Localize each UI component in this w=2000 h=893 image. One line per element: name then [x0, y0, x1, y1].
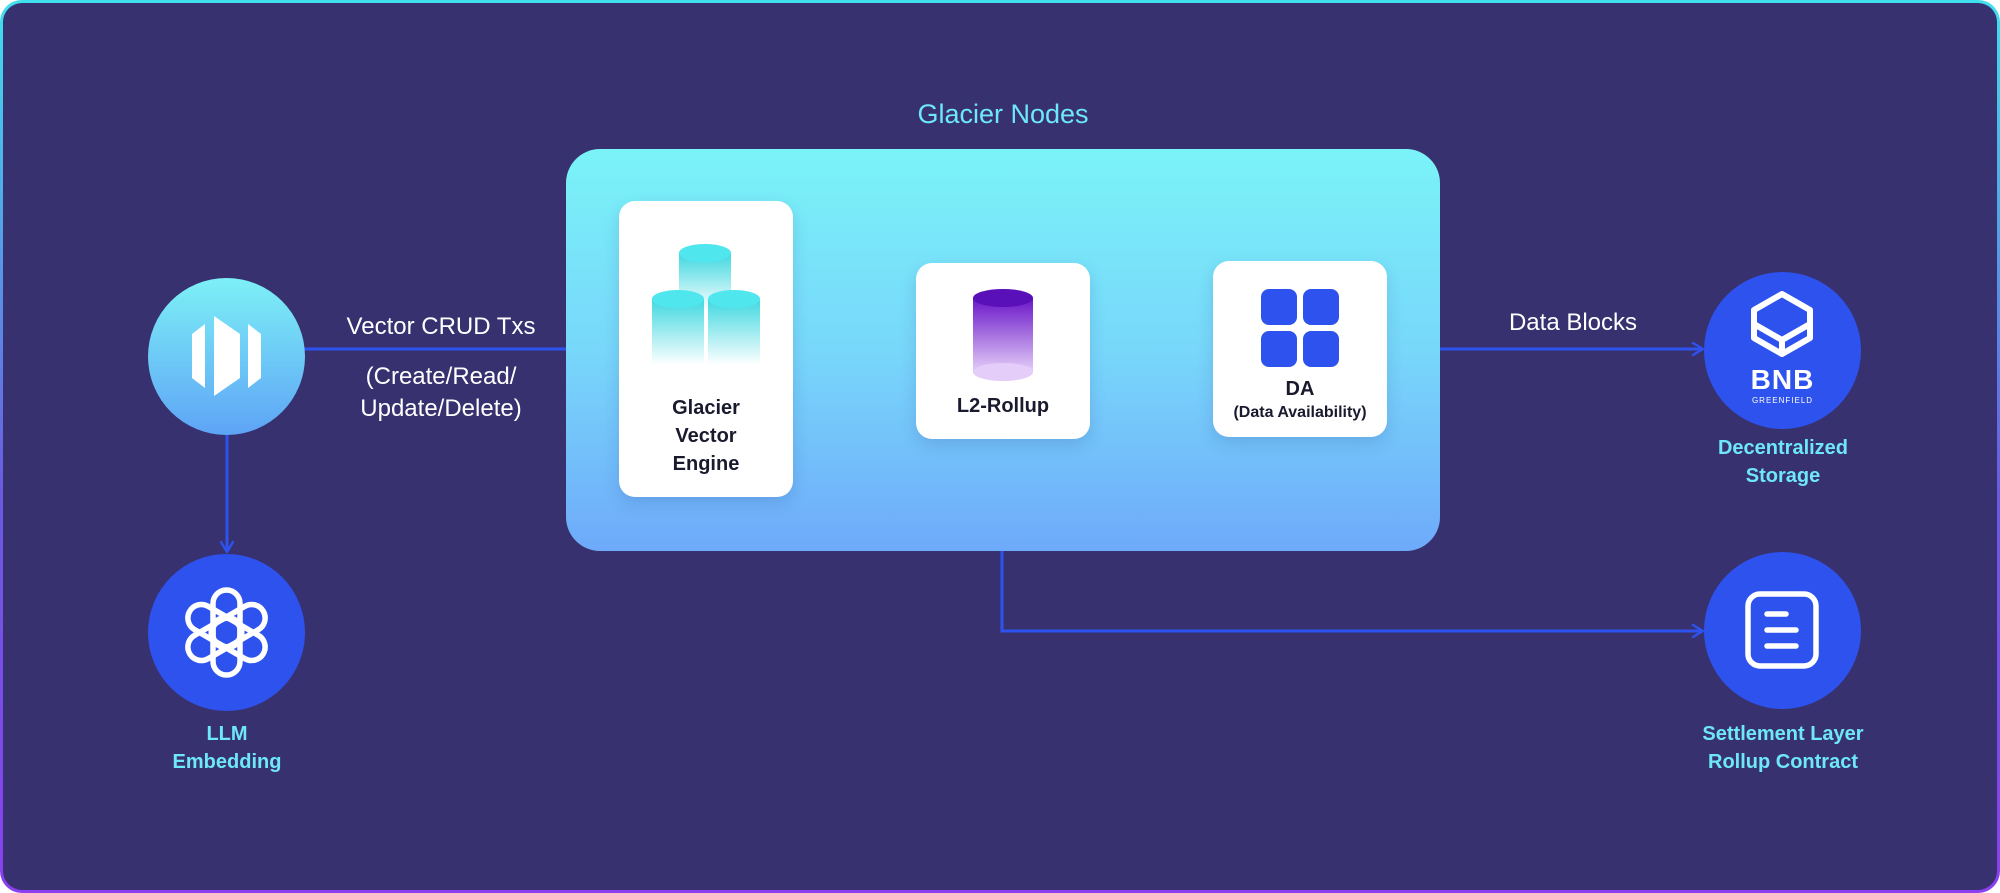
- da-card: DA (Data Availability): [1213, 261, 1387, 437]
- crud-edge-sublabel-2: Update/Delete): [360, 395, 522, 422]
- l2-rollup-card: L2-Rollup: [916, 263, 1090, 439]
- crud-edge-sublabel-1: (Create/Read/: [365, 363, 517, 390]
- rollup-cylinder-icon: [973, 289, 1033, 381]
- settlement-label-line2: Rollup Contract: [1708, 751, 1858, 773]
- vector-client-icon: [192, 316, 261, 396]
- diagram-title: Glacier Nodes: [917, 99, 1089, 129]
- llm-embedding-node: [148, 554, 305, 711]
- database-cylinders-icon: [652, 244, 760, 365]
- vector-engine-card: Glacier Vector Engine: [619, 201, 793, 497]
- settlement-layer-node: [1704, 552, 1861, 709]
- llm-label-line1: LLM: [206, 723, 248, 745]
- settlement-label-line1: Settlement Layer: [1702, 723, 1864, 745]
- llm-label-line2: Embedding: [172, 751, 282, 773]
- engine-label-line1: Glacier: [672, 397, 740, 419]
- data-blocks-edge-label: Data Blocks: [1508, 309, 1638, 336]
- decentralized-storage-node: BNB GREENFIELD: [1704, 272, 1861, 429]
- glacier-nodes-panel: Glacier Vector Engine L2-Rollup: [566, 149, 1440, 551]
- crud-edge-label: Vector CRUD Txs: [346, 313, 536, 340]
- da-label: DA: [1285, 378, 1315, 400]
- engine-label-line2: Vector: [675, 425, 737, 447]
- bnb-logo-text: BNB: [1750, 364, 1815, 395]
- storage-label-line2: Storage: [1745, 465, 1821, 487]
- bnb-greenfield-logo: [1751, 291, 1813, 357]
- engine-label-line3: Engine: [672, 453, 740, 475]
- storage-label-line1: Decentralized: [1717, 437, 1849, 459]
- vector-client-node: [148, 278, 305, 435]
- bnb-logo-subtext: GREENFIELD: [1751, 396, 1814, 405]
- da-sublabel: (Data Availability): [1233, 404, 1367, 421]
- rollup-label: L2-Rollup: [956, 395, 1050, 417]
- grid-icon: [1261, 289, 1339, 367]
- openai-icon: [185, 587, 268, 678]
- document-icon: [1745, 591, 1819, 669]
